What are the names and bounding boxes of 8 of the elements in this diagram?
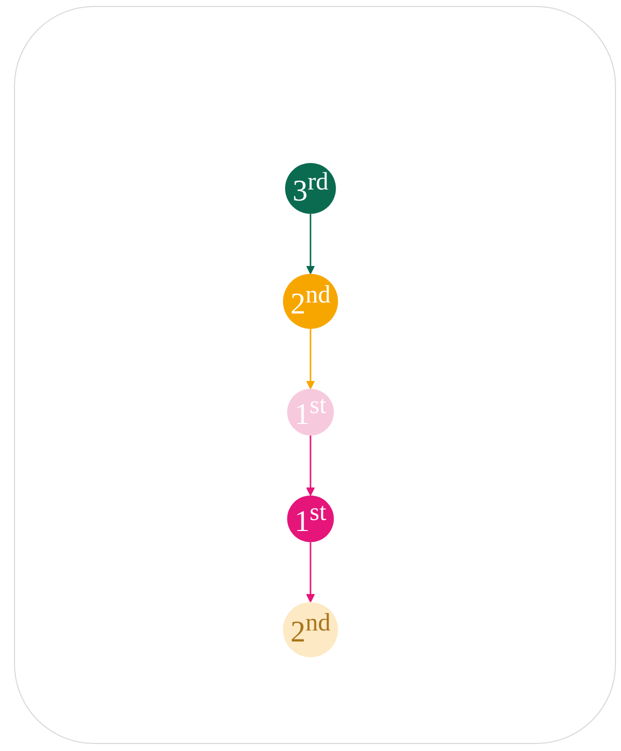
- node-circle: 2$^{nd}$: [282, 602, 338, 658]
- node-circle: 3$^{rd}$: [284, 162, 336, 214]
- arrow: [306, 328, 314, 390]
- arrow: [306, 542, 314, 602]
- arrow: [306, 214, 314, 274]
- node-circle: 1$^{st}$: [286, 495, 334, 542]
- node-circle: 2$^{nd}$: [282, 274, 338, 329]
- arrow: [306, 435, 314, 496]
